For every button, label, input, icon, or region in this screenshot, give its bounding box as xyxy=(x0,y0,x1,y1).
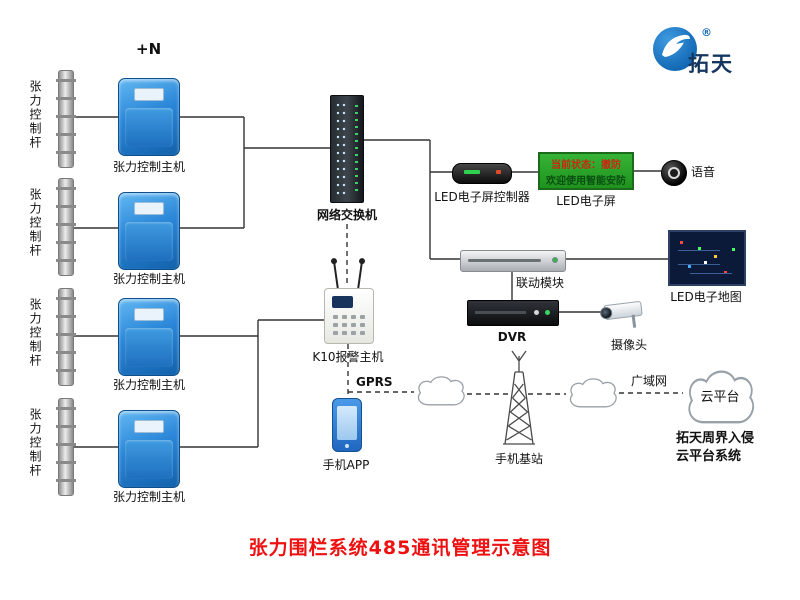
dvr-label: DVR xyxy=(497,330,527,344)
led-map-label: LED电子地图 xyxy=(670,290,742,304)
led-screen: 当前状态：撤防 欢迎使用智能安防 xyxy=(538,152,634,190)
cell-tower-icon xyxy=(503,350,535,445)
host-label-2: 张力控制主机 xyxy=(112,272,185,286)
led-map xyxy=(668,230,746,286)
phone-label: 手机APP xyxy=(322,458,370,472)
cloud-right-icon xyxy=(569,378,617,408)
pole-label-2: 张力控制杆 xyxy=(28,188,42,258)
pole-label-4: 张力控制杆 xyxy=(28,408,42,478)
tension-host-3 xyxy=(118,298,180,376)
base-station-label: 手机基站 xyxy=(494,452,543,466)
led-screen-line1: 当前状态：撤防 xyxy=(551,159,621,171)
page-title: 张力围栏系统485通讯管理示意图 xyxy=(248,537,552,559)
linkage-module xyxy=(460,250,566,272)
tension-host-4 xyxy=(118,410,180,488)
k10-alarm-host xyxy=(324,288,374,344)
switch-label: 网络交换机 xyxy=(316,208,377,222)
led-screen-label: LED电子屏 xyxy=(556,194,616,208)
host-label-4: 张力控制主机 xyxy=(112,490,185,504)
tension-pole-1 xyxy=(56,70,76,168)
cloud-platform-label: 云平台 xyxy=(700,390,740,405)
tension-host-2 xyxy=(118,192,180,270)
k10-antenna-left xyxy=(333,261,339,290)
camera-icon xyxy=(603,300,643,321)
pole-label-3: 张力控制杆 xyxy=(28,298,42,368)
linkage-label: 联动模块 xyxy=(515,276,564,290)
tension-pole-2 xyxy=(56,178,76,276)
network-switch xyxy=(330,95,364,203)
cloud-left-icon xyxy=(417,376,465,406)
led-screen-controller xyxy=(452,163,512,184)
dvr xyxy=(467,300,559,326)
voice-label: 语音 xyxy=(691,165,716,179)
plus-n-label: +N xyxy=(136,40,162,58)
pole-label-1: 张力控制杆 xyxy=(28,80,42,150)
phone-app-icon xyxy=(332,398,362,452)
k10-antenna-right xyxy=(357,261,363,290)
camera-label: 摄像头 xyxy=(610,338,647,352)
gprs-label: GPRS xyxy=(356,375,393,389)
tension-pole-4 xyxy=(56,398,76,496)
led-controller-label: LED电子屏控制器 xyxy=(434,190,530,204)
cloud-system-line2: 云平台系统 xyxy=(676,449,742,464)
voice-speaker-icon xyxy=(661,160,687,186)
k10-label: K10报警主机 xyxy=(312,350,384,364)
tension-pole-3 xyxy=(56,288,76,386)
brand-name: 拓天 xyxy=(688,52,734,76)
host-label-3: 张力控制主机 xyxy=(112,378,185,392)
tension-host-1 xyxy=(118,78,180,156)
registered-mark: ® xyxy=(701,26,712,39)
brand-logo-icon xyxy=(653,27,697,71)
cloud-system-line1: 拓天周界入侵 xyxy=(676,431,755,446)
led-screen-line2: 欢迎使用智能安防 xyxy=(546,175,626,187)
wan-label: 广域网 xyxy=(631,374,668,388)
host-label-1: 张力控制主机 xyxy=(112,160,185,174)
